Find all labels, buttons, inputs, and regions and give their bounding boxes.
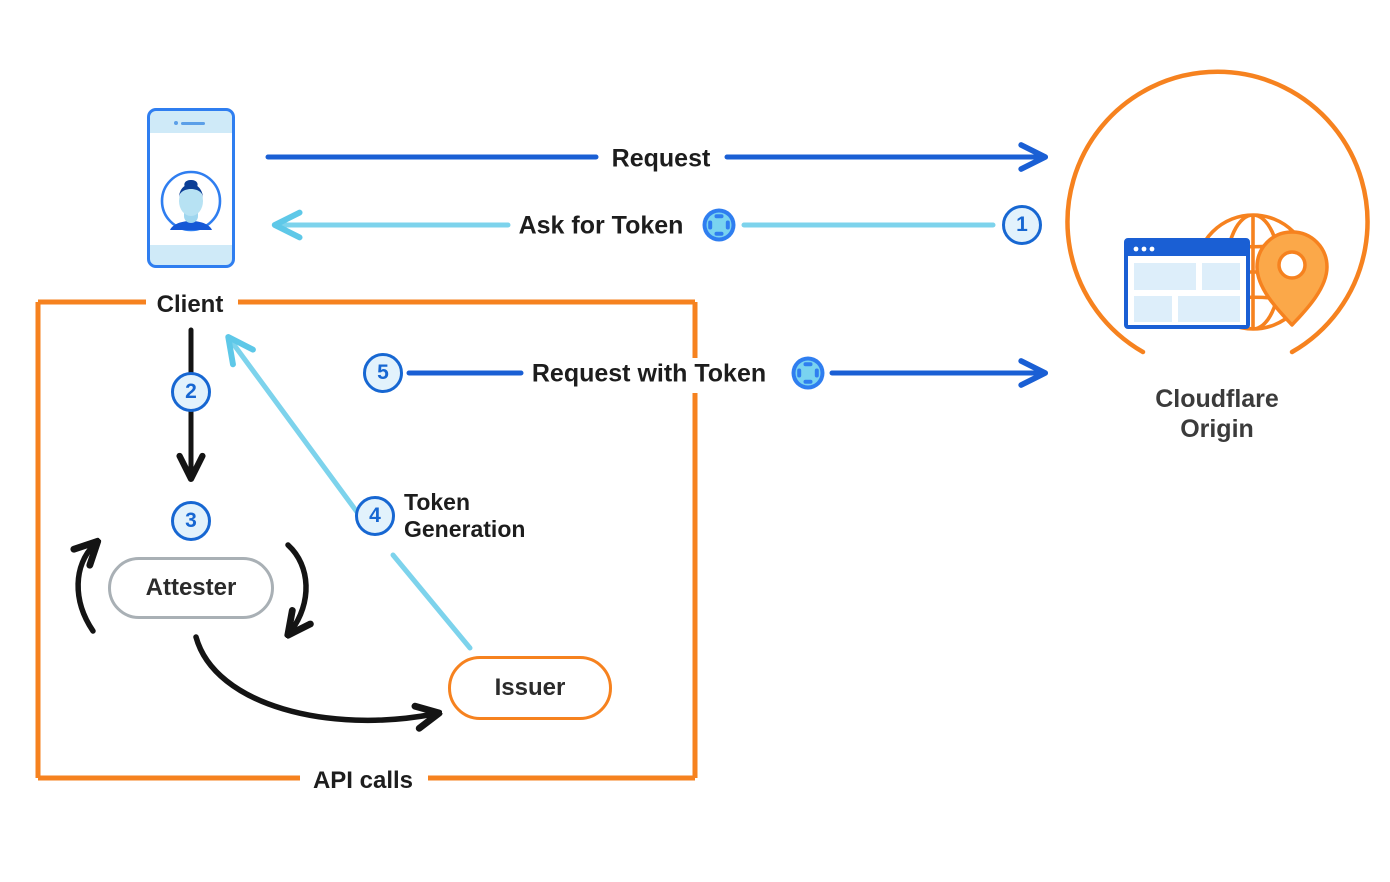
api-calls-group-box — [35, 299, 698, 781]
edge-attestation-loop-left — [78, 545, 94, 634]
mobile-phone-icon — [147, 108, 235, 268]
edge-label-request-with-token: Request with Token — [531, 359, 767, 388]
token-icon — [791, 356, 825, 390]
step-circle-5[interactable]: 5 — [363, 353, 403, 393]
node-issuer[interactable]: Issuer — [448, 656, 612, 720]
phone-speaker-icon — [174, 121, 208, 125]
group-box-label: API calls — [312, 766, 414, 794]
step-circle-4[interactable]: 4 — [355, 496, 395, 536]
browser-window-icon — [1124, 238, 1250, 329]
token-icon — [702, 208, 736, 242]
step-circle-2[interactable]: 2 — [171, 372, 211, 412]
user-avatar-icon — [160, 170, 222, 232]
cloudflare-origin-line-2: Origin — [1180, 414, 1254, 443]
map-pin-icon — [1255, 230, 1329, 327]
edge-label-ask-for-token: Ask for Token — [518, 211, 684, 240]
token-generation-line-1: Token — [404, 489, 471, 515]
edge-token-generation — [225, 334, 473, 651]
step-circle-3[interactable]: 3 — [171, 501, 211, 541]
token-generation-line-2: Generation — [404, 516, 526, 543]
node-attester[interactable]: Attester — [108, 557, 274, 619]
node-cloudflare-origin-label: Cloudflare Origin — [1155, 385, 1279, 444]
cloudflare-origin-ring — [1065, 69, 1370, 355]
edge-label-request: Request — [611, 144, 711, 173]
node-client-label: Client — [156, 290, 224, 318]
phone-screen — [150, 133, 232, 245]
edge-attestation-loop-right — [288, 542, 306, 631]
step-circle-1[interactable]: 1 — [1002, 205, 1042, 245]
cloudflare-origin-line-1: Cloudflare — [1155, 385, 1279, 413]
edge-label-token-generation: Token Generation — [404, 489, 525, 543]
edge-attester-to-issuer — [193, 634, 434, 720]
